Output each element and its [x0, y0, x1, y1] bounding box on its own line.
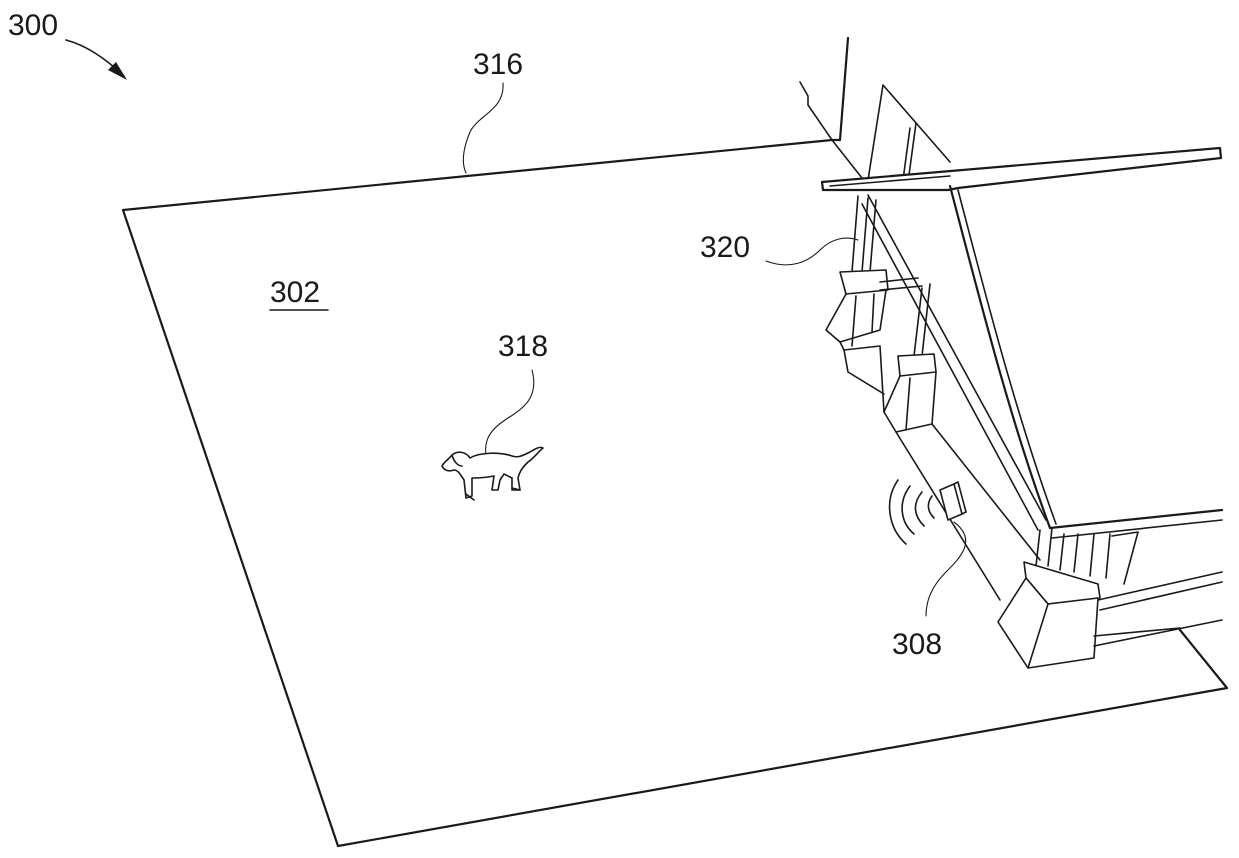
label-302: 302 — [270, 276, 320, 309]
leader-320 — [766, 238, 858, 265]
dog-icon — [442, 447, 543, 500]
house-icon — [800, 38, 1222, 668]
leader-316 — [463, 83, 503, 173]
leader-318 — [486, 370, 534, 455]
signal-waves-icon — [890, 480, 934, 544]
label-300: 300 — [8, 9, 58, 42]
label-308: 308 — [892, 628, 942, 661]
label-320: 320 — [700, 231, 750, 264]
label-316: 316 — [473, 48, 523, 81]
label-318: 318 — [498, 330, 548, 363]
arrow-icon — [66, 40, 127, 80]
device-308 — [940, 482, 966, 520]
ground-plane — [123, 140, 1227, 846]
